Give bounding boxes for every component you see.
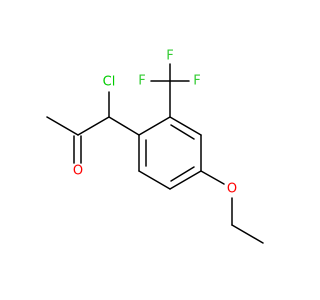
bond-carbonyl-chcl [77,116,110,136]
atom-labels: Cl F F F O O [73,49,237,197]
bond-chcl-ring [108,116,140,136]
ether-oxygen-atom-label: O [227,182,237,197]
bond-methyl-carbonyl [46,116,79,136]
fluorine-atom-label: F [138,74,145,89]
molecule-structure-diagram: Cl F F F O O [46,49,264,244]
fluorine-atom-label: F [193,74,200,89]
bond-ring-ether-oxygen [200,170,225,185]
ring-bond-c2-c3-inner [170,124,195,140]
carbonyl-oxygen-atom-label: O [73,164,83,179]
bonds [46,63,264,244]
ring-bond-c5-c6 [138,170,171,190]
ring-bond-c2-c3 [169,116,202,136]
ring-bond-c4-c5-inner [170,166,195,182]
ring-bond-c1-c2 [138,116,171,136]
ring-bond-c4-c5 [169,170,202,190]
fluorine-atom-label: F [166,49,173,64]
bond-ch2-ch3 [231,224,264,244]
chlorine-atom-label: Cl [103,75,116,90]
